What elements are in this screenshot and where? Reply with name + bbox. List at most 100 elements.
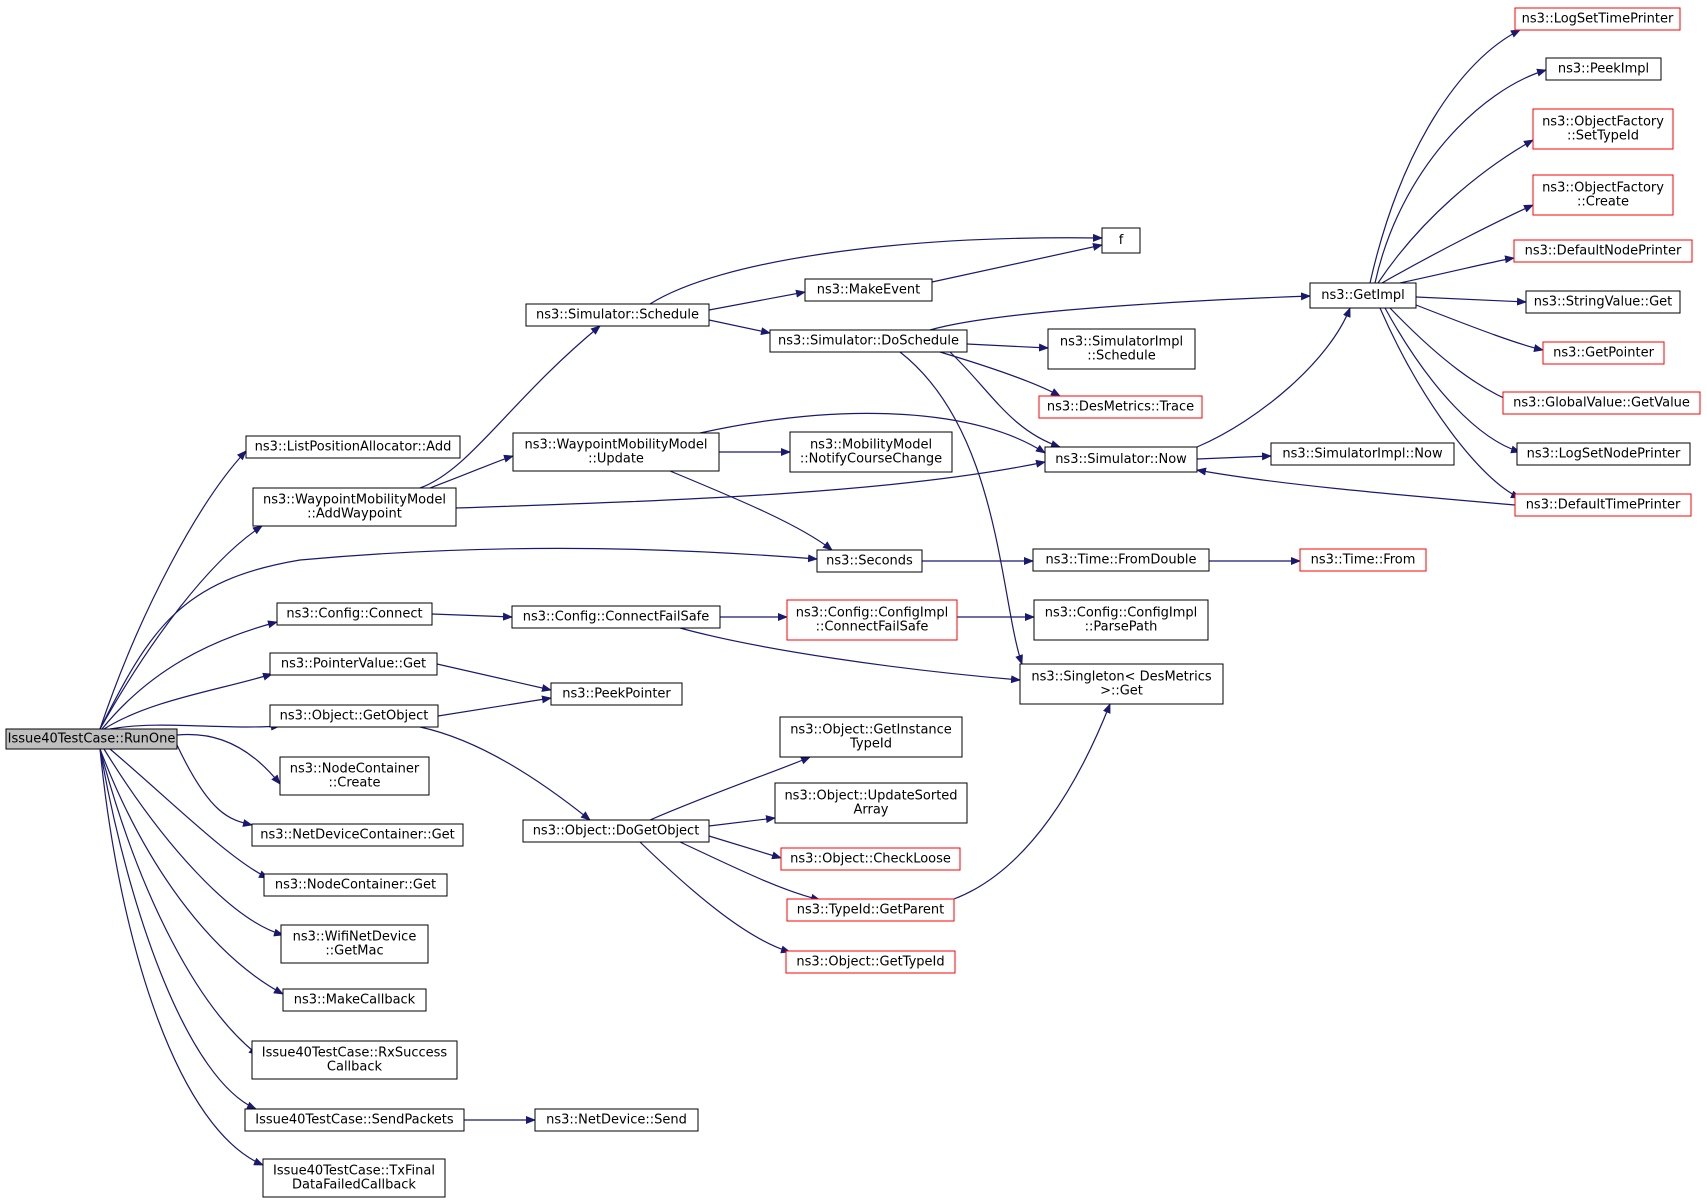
node-label: Issue40TestCase::TxFinal	[273, 1164, 435, 1179]
node-label: ns3::DesMetrics::Trace	[1047, 400, 1194, 415]
node-typeid_getparent[interactable]: ns3::TypeId::GetParent	[786, 898, 955, 922]
node-peekimpl[interactable]: ns3::PeekImpl	[1545, 57, 1662, 81]
node-sim_doschedule[interactable]: ns3::Simulator::DoSchedule	[769, 329, 968, 353]
node-box	[5, 728, 178, 750]
node-label: Callback	[327, 1060, 383, 1075]
node-box	[1038, 395, 1203, 419]
edge-obj_dogetobject-to-obj_gettypeid	[639, 841, 791, 954]
edge-getimpl-to-getpointer	[1415, 304, 1544, 352]
node-time_from[interactable]: ns3::Time::From	[1299, 548, 1427, 572]
node-root[interactable]: Issue40TestCase::RunOne	[5, 728, 178, 750]
node-cfg_connect[interactable]: ns3::Config::Connect	[276, 602, 433, 626]
edge-getimpl-to-gv_getvalue	[1389, 307, 1521, 406]
edge-root-to-cfg_connect	[101, 620, 278, 730]
node-simimpl_schedule[interactable]: ns3::SimulatorImpl::Schedule	[1047, 328, 1196, 370]
node-defaultnodeprinter[interactable]: ns3::DefaultNodePrinter	[1513, 239, 1693, 263]
node-box	[251, 823, 464, 847]
node-sendpackets[interactable]: Issue40TestCase::SendPackets	[244, 1108, 465, 1132]
node-box	[534, 1108, 699, 1132]
node-label: ns3::TypeId::GetParent	[797, 903, 945, 918]
node-label: ::ParsePath	[1085, 620, 1158, 635]
node-label: ns3::Object::CheckLoose	[790, 852, 951, 867]
node-label: ns3::WaypointMobilityModel	[525, 438, 708, 453]
node-box	[245, 435, 461, 459]
node-seconds[interactable]: ns3::Seconds	[816, 549, 923, 573]
node-makeevent[interactable]: ns3::MakeEvent	[804, 278, 933, 302]
node-wmm_update[interactable]: ns3::WaypointMobilityModel::Update	[512, 432, 720, 472]
node-obj_checkloose[interactable]: ns3::Object::CheckLoose	[780, 847, 961, 871]
node-stringvalue_get[interactable]: ns3::StringValue::Get	[1525, 290, 1681, 314]
node-singleton_get[interactable]: ns3::Singleton< DesMetrics >::Get	[1019, 663, 1224, 705]
node-box	[252, 487, 457, 527]
node-label: ns3::MakeEvent	[817, 283, 921, 298]
node-label: ns3::Object::GetObject	[280, 709, 429, 724]
node-of_create[interactable]: ns3::ObjectFactory::Create	[1532, 174, 1674, 216]
node-lpa_add[interactable]: ns3::ListPositionAllocator::Add	[245, 435, 461, 459]
node-box	[780, 847, 961, 871]
node-wmm_addwp[interactable]: ns3::WaypointMobilityModel::AddWaypoint	[252, 487, 457, 527]
node-box	[1545, 57, 1662, 81]
edge-sim_doschedule-to-singleton_get	[899, 351, 1023, 665]
node-gv_getvalue[interactable]: ns3::GlobalValue::GetValue	[1502, 391, 1701, 415]
edge-obj_dogetobject-to-obj_getinstance	[649, 756, 811, 821]
node-cfgimpl_connectfs[interactable]: ns3::Config::ConfigImpl::ConnectFailSafe	[786, 599, 958, 641]
node-mm_notify[interactable]: ns3::MobilityModel::NotifyCourseChange	[789, 431, 953, 473]
node-of_settypeid[interactable]: ns3::ObjectFactory::SetTypeId	[1532, 108, 1674, 150]
node-simimpl_now[interactable]: ns3::SimulatorImpl::Now	[1270, 442, 1455, 466]
node-obj_dogetobject[interactable]: ns3::Object::DoGetObject	[522, 819, 710, 843]
node-sim_now[interactable]: ns3::Simulator::Now	[1044, 446, 1198, 473]
node-box	[785, 950, 956, 974]
node-box	[279, 756, 430, 796]
node-cfgimpl_parsepath[interactable]: ns3::Config::ConfigImpl::ParsePath	[1033, 599, 1209, 641]
node-box	[1047, 328, 1196, 370]
node-f[interactable]: f	[1101, 227, 1141, 254]
edge-obj_dogetobject-to-typeid_getparent	[679, 841, 821, 902]
node-time_fromdouble[interactable]: ns3::Time::FromDouble	[1032, 548, 1210, 572]
node-box	[1033, 599, 1209, 641]
node-nc_get[interactable]: ns3::NodeContainer::Get	[263, 873, 448, 897]
node-label: ns3::Object::DoGetObject	[533, 824, 700, 839]
node-label: ns3::Config::Connect	[286, 607, 422, 622]
node-defaulttimeprinter[interactable]: ns3::DefaultTimePrinter	[1514, 493, 1692, 517]
node-getpointer[interactable]: ns3::GetPointer	[1542, 341, 1665, 365]
node-label: f	[1119, 233, 1124, 248]
edge-wmm_update-to-seconds	[669, 470, 833, 551]
node-nc_create[interactable]: ns3::NodeContainer::Create	[279, 756, 430, 796]
node-box	[1525, 290, 1681, 314]
node-getimpl[interactable]: ns3::GetImpl	[1309, 282, 1417, 309]
edge-root-to-rxsuccess	[99, 748, 259, 1056]
node-label: ns3::StringValue::Get	[1534, 295, 1672, 310]
node-sim_schedule[interactable]: ns3::Simulator::Schedule	[525, 303, 710, 327]
node-makecallback[interactable]: ns3::MakeCallback	[282, 988, 427, 1012]
node-label: Issue40TestCase::RunOne	[8, 732, 176, 747]
node-logsettimeprinter[interactable]: ns3::LogSetTimePrinter	[1514, 7, 1681, 31]
node-label: ns3::PointerValue::Get	[281, 657, 426, 672]
node-desmetrics_trace[interactable]: ns3::DesMetrics::Trace	[1038, 395, 1203, 419]
node-wifi_getmac[interactable]: ns3::WifiNetDevice::GetMac	[280, 924, 429, 964]
node-box	[1542, 341, 1665, 365]
node-label: ::GetMac	[325, 944, 383, 959]
node-label: ns3::ObjectFactory	[1542, 115, 1664, 130]
edge-root-to-ndc_get	[176, 744, 253, 827]
node-obj_getobject[interactable]: ns3::Object::GetObject	[269, 704, 439, 728]
node-box	[816, 549, 923, 573]
node-label: ns3::Simulator::Now	[1055, 452, 1187, 467]
node-label: >::Get	[1100, 684, 1143, 699]
node-label: ns3::WaypointMobilityModel	[263, 493, 446, 508]
node-netdevice_send[interactable]: ns3::NetDevice::Send	[534, 1108, 699, 1132]
node-peekpointer[interactable]: ns3::PeekPointer	[550, 682, 683, 706]
node-ndc_get[interactable]: ns3::NetDeviceContainer::Get	[251, 823, 464, 847]
node-box	[244, 1108, 465, 1132]
node-label: ns3::GlobalValue::GetValue	[1513, 396, 1690, 411]
node-label: ns3::Object::GetTypeId	[796, 955, 944, 970]
node-obj_gettypeid[interactable]: ns3::Object::GetTypeId	[785, 950, 956, 974]
node-label: ns3::SimulatorImpl::Now	[1282, 447, 1443, 462]
node-logsetnodeprinter[interactable]: ns3::LogSetNodePrinter	[1516, 442, 1691, 466]
node-label: ns3::Time::From	[1311, 553, 1416, 568]
node-ptrval_get[interactable]: ns3::PointerValue::Get	[269, 652, 438, 676]
node-txfinal[interactable]: Issue40TestCase::TxFinalDataFailedCallba…	[262, 1158, 446, 1198]
node-cfg_connectfs[interactable]: ns3::Config::ConnectFailSafe	[511, 605, 721, 629]
